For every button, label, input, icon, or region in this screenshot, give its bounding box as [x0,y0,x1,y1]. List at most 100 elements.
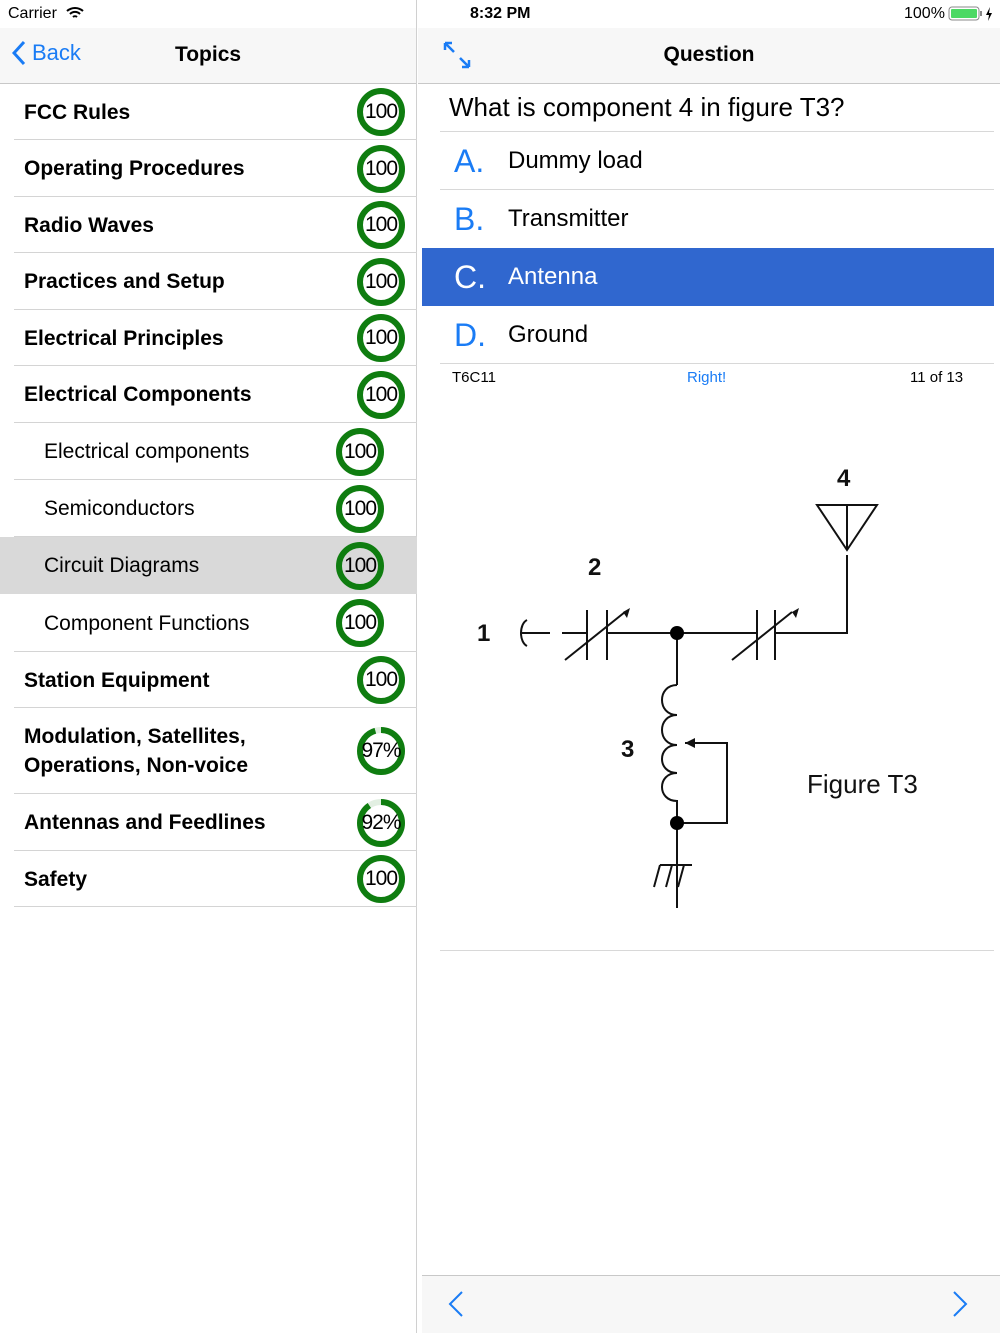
topic-row[interactable]: Station Equipment 100 [0,652,417,708]
answer-text: Ground [508,321,589,348]
progress-score: 100 [364,269,398,293]
back-button[interactable]: Back [12,40,81,66]
previous-question-button[interactable] [448,1290,464,1318]
progress-ring: 100 [356,370,406,420]
clock: 8:32 PM [470,5,531,22]
divider [440,189,994,190]
topic-row[interactable]: Electrical Principles 100 [0,310,417,366]
progress-ring: 97% [356,726,406,776]
answer-letter: D. [454,316,486,353]
progress-ring: 100 [356,87,406,137]
row-separator [14,252,417,253]
expand-icon[interactable] [442,40,472,70]
progress-ring: 100 [335,427,385,477]
topic-row[interactable]: Practices and Setup 100 [0,253,417,310]
topics-nav-bar: Back Topics [0,28,416,84]
result-text: Right! [687,369,727,386]
divider [440,131,994,132]
topic-label: Radio Waves [24,213,154,237]
progress-score: 100 [343,496,377,520]
wifi-icon [66,7,84,18]
next-question-button[interactable] [952,1290,968,1318]
topic-row[interactable]: FCC Rules 100 [0,84,417,140]
figure-label-2: 2 [588,554,601,581]
progress-score: 100 [364,213,398,236]
topic-label: Modulation, Satellites, Operations, Non-… [24,725,249,777]
row-separator [14,850,417,851]
topic-label: Component Functions [44,611,250,635]
row-separator [14,536,417,537]
topic-row[interactable]: Modulation, Satellites, Operations, Non-… [0,708,417,794]
divider [440,363,994,364]
answer-text: Antenna [508,263,598,290]
progress-score: 100 [364,668,398,691]
topic-label: Safety [24,867,88,891]
progress-score: 100 [343,611,377,634]
topic-label: Electrical Components [24,383,252,406]
answer-option[interactable]: B. Transmitter [422,190,994,248]
answer-option[interactable]: C. Antenna [422,248,994,306]
question-pane: Question What is component 4 in figure T… [418,0,1000,1333]
topic-row[interactable]: Safety 100 [0,851,417,907]
divider [440,950,994,951]
progress-score: 100 [364,867,398,890]
progress-ring: 100 [335,598,385,648]
topic-label: Practices and Setup [24,270,225,293]
topic-label: Electrical Principles [24,326,224,350]
status-bar: Carrier 8:32 PM 100% [0,0,1000,28]
progress-score: 100 [364,156,398,180]
chevron-left-icon [12,40,26,66]
progress-ring: 100 [356,655,406,705]
figure-label-4: 4 [837,465,851,492]
progress-ring: 100 [356,313,406,363]
topic-label: Electrical components [44,440,250,463]
topic-label: Station Equipment [24,668,210,692]
topic-label: FCC Rules [24,100,131,124]
answer-letter: A. [454,142,485,179]
answer-option[interactable]: D. Ground [422,306,994,364]
topic-row[interactable]: Electrical components 100 [0,423,417,480]
answer-option[interactable]: A.Dummy load [422,132,994,190]
topic-row[interactable]: Electrical Components 100 [0,366,417,423]
row-separator [14,793,417,794]
row-separator [14,196,417,197]
battery-icon [948,6,992,21]
row-separator [14,309,417,310]
progress-score: 97% [361,739,401,762]
bottom-toolbar [422,1275,1000,1333]
row-separator [14,365,417,366]
progress-score: 100 [343,439,377,463]
progress-ring: 100 [356,200,406,250]
question-position: 11 of 13 [910,369,964,386]
answer-letter: B. [454,200,485,237]
topic-row[interactable]: Radio Waves 100 [0,197,417,253]
progress-ring: 92% [356,798,406,848]
progress-score: 92% [361,810,401,834]
topic-label: Antennas and Feedlines [24,811,266,834]
row-separator [14,139,417,140]
progress-ring: 100 [356,144,406,194]
question-nav-bar: Question [418,28,1000,84]
progress-ring: 100 [335,484,385,534]
back-label: Back [32,40,81,65]
question-title: Question [663,43,755,66]
progress-score: 100 [343,553,377,577]
topic-row[interactable]: Antennas and Feedlines 92% [0,794,417,851]
topic-row[interactable]: Component Functions 100 [0,594,417,652]
row-separator [14,707,417,708]
progress-score: 100 [364,100,398,123]
figure-t3-diagram: 1 2 3 4 Figure T3 [477,465,918,908]
row-separator [14,422,417,423]
topic-label: Circuit Diagrams [44,554,200,577]
answer-text: Transmitter [508,205,629,232]
battery-percent: 100% [904,5,945,22]
row-separator [14,651,417,652]
progress-ring: 100 [356,257,406,307]
carrier: Carrier [8,5,57,22]
progress-ring: 100 [356,854,406,904]
answer-letter: C. [454,258,486,295]
topic-row[interactable]: Circuit Diagrams 100 [0,537,417,594]
